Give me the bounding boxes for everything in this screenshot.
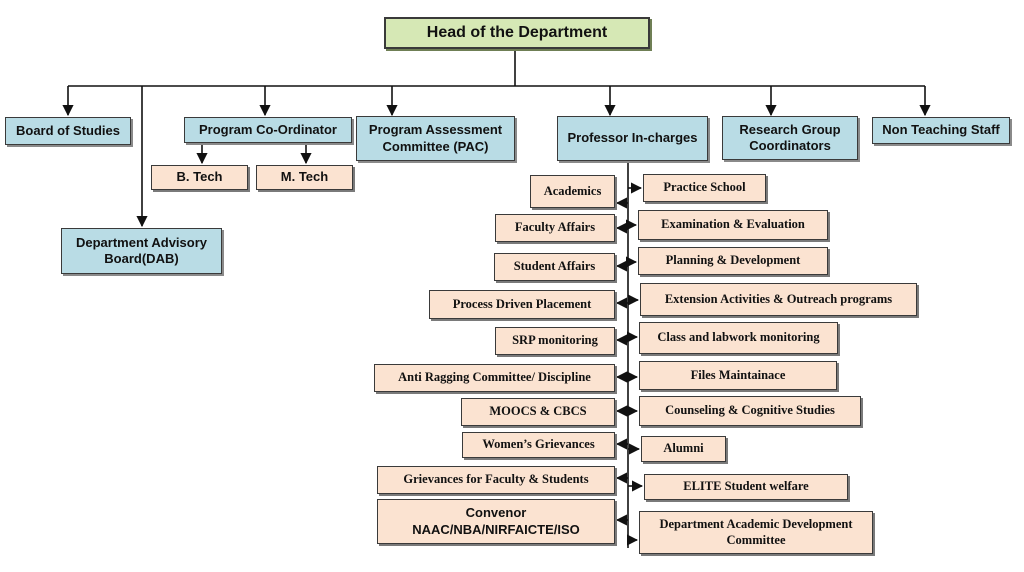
committee-left-label: Women’s Grievances <box>482 437 595 452</box>
committee-right-label: Department Academic Development Committe… <box>659 516 853 547</box>
dab-box: Department Advisory Board(DAB) <box>61 228 222 274</box>
committee-left-placement: Process Driven Placement <box>429 290 615 319</box>
committee-right-label: Planning & Development <box>665 253 801 268</box>
committee-right-label: Class and labwork monitoring <box>657 330 820 345</box>
pac-box: Program Assessment Committee (PAC) <box>356 116 515 161</box>
board-of-studies-label: Board of Studies <box>15 122 120 138</box>
committee-right-academic-development: Department Academic Development Committe… <box>639 511 873 554</box>
committee-right-label: Examination & Evaluation <box>661 217 805 232</box>
committee-right-label: Files Maintainace <box>690 367 786 382</box>
committee-left-label: Faculty Affairs <box>514 220 596 235</box>
convenor-bodies: NAAC/NBA/NIRFAICTE/ISO <box>412 521 580 537</box>
professor-incharges-box: Professor In-charges <box>557 116 708 161</box>
committee-right-label: Practice School <box>663 180 746 195</box>
committee-left-moocs-cbcs: MOOCS & CBCS <box>461 398 615 426</box>
research-group-box: Research Group Coordinators <box>722 116 858 160</box>
btech-box: B. Tech <box>151 165 248 190</box>
committee-right-label: Counseling & Cognitive Studies <box>665 403 835 418</box>
head-of-department-label: Head of the Department <box>426 24 608 41</box>
committee-left-anti-ragging: Anti Ragging Committee/ Discipline <box>374 364 615 392</box>
committee-left-academics: Academics <box>530 175 615 208</box>
mtech-box: M. Tech <box>256 165 353 190</box>
committee-left-grievances-faculty-students: Grievances for Faculty & Students <box>377 466 615 494</box>
mtech-label: M. Tech <box>280 169 329 185</box>
committee-left-label: Academics <box>543 183 602 198</box>
pac-label: Program Assessment Committee (PAC) <box>368 122 503 154</box>
committee-right-counseling: Counseling & Cognitive Studies <box>639 396 861 426</box>
committee-left-student-affairs: Student Affairs <box>494 253 615 281</box>
committee-left-label: Grievances for Faculty & Students <box>403 472 589 487</box>
committee-left-label: Student Affairs <box>513 259 596 274</box>
committee-right-files: Files Maintainace <box>639 361 837 390</box>
committee-left-label: Process Driven Placement <box>452 296 592 311</box>
non-teaching-staff-label: Non Teaching Staff <box>882 122 1000 138</box>
committee-left-womens-grievances: Women’s Grievances <box>462 432 615 458</box>
committee-right-label: ELITE Student welfare <box>683 479 809 494</box>
committee-left-label: MOOCS & CBCS <box>489 404 587 419</box>
professor-incharges-label: Professor In-charges <box>567 130 698 146</box>
convenor-title: Convenor <box>465 505 527 521</box>
committee-right-planning: Planning & Development <box>638 247 828 275</box>
committee-right-alumni: Alumni <box>641 436 726 462</box>
program-coordinator-box: Program Co-Ordinator <box>184 117 352 143</box>
committee-right-examination: Examination & Evaluation <box>638 210 828 240</box>
non-teaching-staff-box: Non Teaching Staff <box>872 117 1010 144</box>
research-group-label: Research Group Coordinators <box>739 121 841 153</box>
dab-label: Department Advisory Board(DAB) <box>76 234 207 266</box>
committee-left-label: SRP monitoring <box>512 333 598 348</box>
board-of-studies-box: Board of Studies <box>5 117 131 145</box>
committee-left-label: Anti Ragging Committee/ Discipline <box>398 370 591 385</box>
convenor-box: Convenor NAAC/NBA/NIRFAICTE/ISO <box>377 499 615 544</box>
head-of-department-box: Head of the Department <box>384 17 650 49</box>
committee-right-practice-school: Practice School <box>643 174 766 202</box>
program-coordinator-label: Program Co-Ordinator <box>199 121 337 137</box>
committee-right-label: Alumni <box>663 441 704 456</box>
committee-right-extension: Extension Activities & Outreach programs <box>640 283 917 316</box>
committee-left-faculty-affairs: Faculty Affairs <box>495 214 615 242</box>
committee-right-class-labwork: Class and labwork monitoring <box>639 322 838 354</box>
committee-right-elite: ELITE Student welfare <box>644 474 848 500</box>
committee-left-srp-monitoring: SRP monitoring <box>495 327 615 355</box>
btech-label: B. Tech <box>176 169 223 185</box>
committee-right-label: Extension Activities & Outreach programs <box>664 291 893 306</box>
